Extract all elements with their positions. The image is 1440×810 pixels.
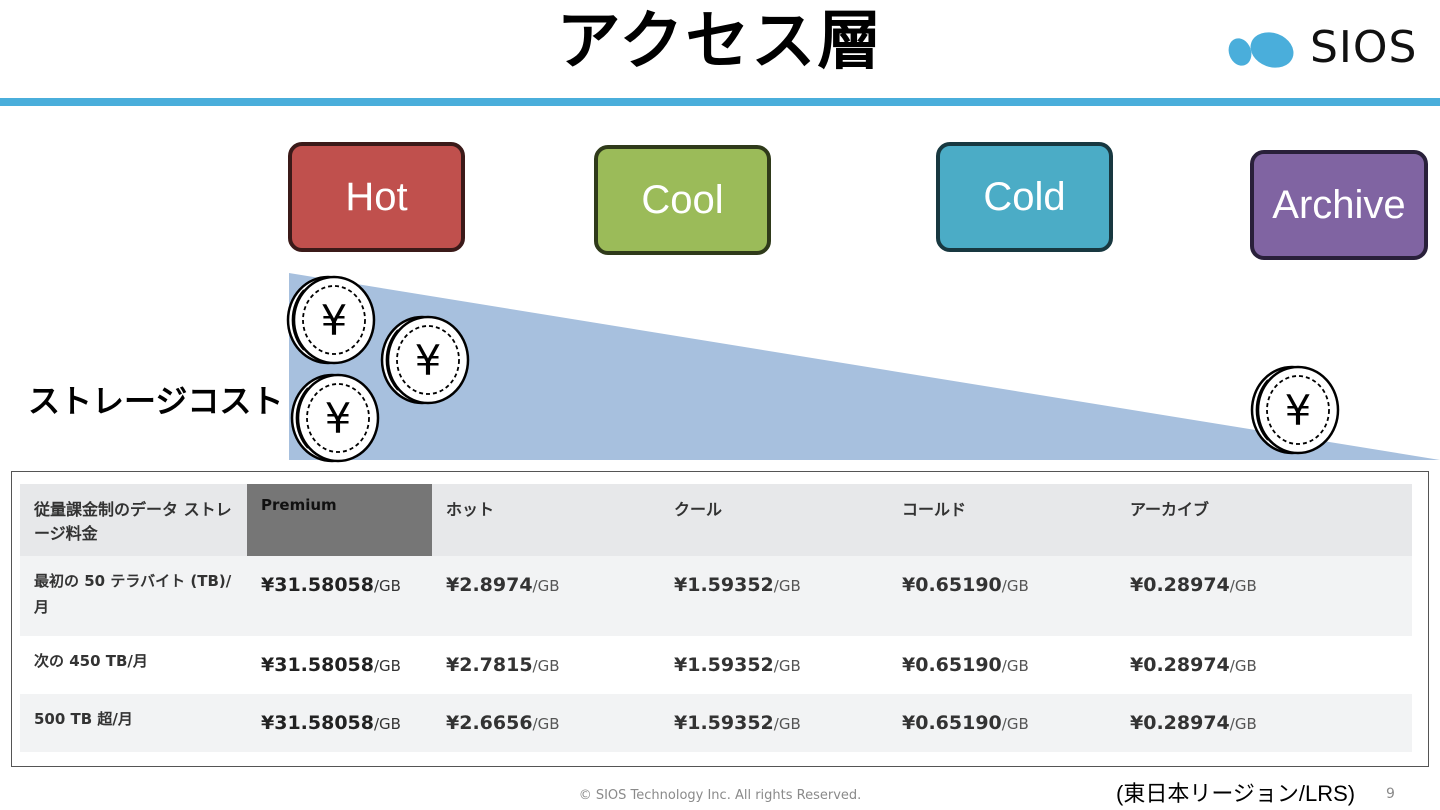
header-rule: [0, 98, 1440, 106]
price-cell: ¥2.6656/GB: [432, 694, 660, 752]
row-label: 最初の 50 テラバイト (TB)/月: [20, 556, 247, 636]
yen-coin-icon: [290, 373, 380, 463]
header-cell-premium: Premium: [247, 484, 432, 556]
header-cell-cold: コールド: [888, 484, 1116, 556]
yen-coin-icon: [286, 275, 376, 365]
price-cell: ¥31.58058/GB: [247, 556, 432, 636]
tier-hot: Hot: [288, 142, 465, 252]
header-cell-cool: クール: [660, 484, 888, 556]
price-cell: ¥0.28974/GB: [1116, 556, 1412, 636]
price-cell: ¥1.59352/GB: [660, 636, 888, 694]
cost-wedge-shape: [289, 273, 1440, 460]
price-cell: ¥2.8974/GB: [432, 556, 660, 636]
table-row: 500 TB 超/月 ¥31.58058/GB ¥2.6656/GB ¥1.59…: [20, 694, 1412, 752]
price-cell: ¥1.59352/GB: [660, 694, 888, 752]
header-cell-archive: アーカイブ: [1116, 484, 1412, 556]
pricing-table: 従量課金制のデータ ストレージ料金 Premium ホット クール コールド ア…: [20, 484, 1412, 752]
tier-archive: Archive: [1250, 150, 1428, 260]
slide-title: アクセス層: [556, 5, 884, 79]
tier-cool: Cool: [594, 145, 771, 255]
storage-cost-label: ストレージコスト: [28, 382, 284, 420]
logo-text: SIOS: [1310, 22, 1418, 73]
price-cell: ¥1.59352/GB: [660, 556, 888, 636]
price-cell: ¥0.65190/GB: [888, 556, 1116, 636]
table-row: 最初の 50 テラバイト (TB)/月 ¥31.58058/GB ¥2.8974…: [20, 556, 1412, 636]
header-cell-hot: ホット: [432, 484, 660, 556]
sios-logo-icon: [1228, 32, 1294, 68]
row-label: 500 TB 超/月: [20, 694, 247, 752]
price-cell: ¥0.65190/GB: [888, 694, 1116, 752]
yen-coin-icon: [1250, 365, 1340, 455]
tier-cold: Cold: [936, 142, 1113, 252]
region-note: (東日本リージョン/LRS): [1116, 781, 1356, 806]
page-number: 9: [1386, 786, 1395, 802]
row-label: 次の 450 TB/月: [20, 636, 247, 694]
price-cell: ¥2.7815/GB: [432, 636, 660, 694]
cost-wedge: ¥: [286, 273, 1440, 463]
table-row: 次の 450 TB/月 ¥31.58058/GB ¥2.7815/GB ¥1.5…: [20, 636, 1412, 694]
price-cell: ¥0.28974/GB: [1116, 694, 1412, 752]
price-cell: ¥0.65190/GB: [888, 636, 1116, 694]
header-cell: 従量課金制のデータ ストレージ料金: [20, 484, 247, 556]
price-cell: ¥31.58058/GB: [247, 636, 432, 694]
price-cell: ¥31.58058/GB: [247, 694, 432, 752]
copyright: © SIOS Technology Inc. All rights Reserv…: [578, 788, 862, 803]
yen-coin-icon: [380, 315, 470, 405]
price-cell: ¥0.28974/GB: [1116, 636, 1412, 694]
table-header-row: 従量課金制のデータ ストレージ料金 Premium ホット クール コールド ア…: [20, 484, 1412, 556]
